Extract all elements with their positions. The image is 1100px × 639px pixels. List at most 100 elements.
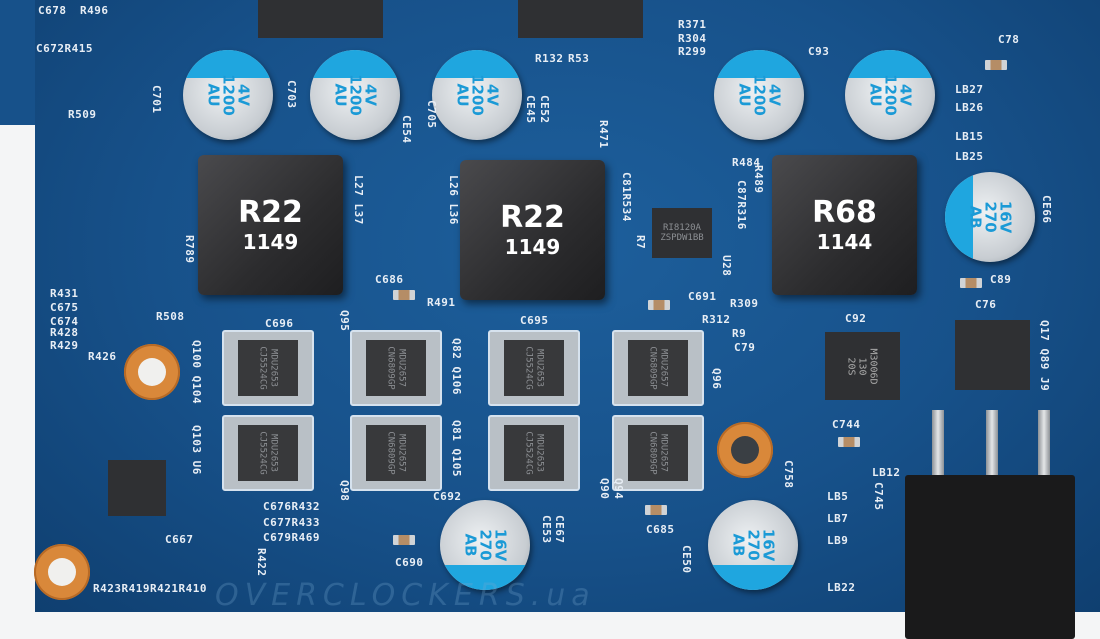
silkscreen-label: C696 bbox=[265, 317, 294, 330]
silkscreen-label: C672R415 bbox=[36, 42, 93, 55]
mosfet: MDU2657 CN6809GP bbox=[612, 330, 704, 406]
silkscreen-label: R312 bbox=[702, 313, 731, 326]
smd-capacitor bbox=[393, 290, 415, 300]
mosfet-marking: MDU2657 CN6809GP bbox=[385, 431, 407, 475]
capacitor-label: 4V 1200 AU bbox=[204, 74, 253, 116]
mosfet-marking: MDU2657 CN6809GP bbox=[385, 346, 407, 390]
silkscreen-label: C745 bbox=[872, 482, 885, 511]
capacitor-label: 16V 270 AB bbox=[729, 528, 778, 562]
silkscreen-label: L27 L37 bbox=[352, 175, 365, 225]
silkscreen-label: L26 L36 bbox=[447, 175, 460, 225]
silkscreen-label: C676R432 bbox=[263, 500, 320, 513]
capacitor-label: 16V 270 AB bbox=[966, 200, 1015, 234]
capacitor: 4V 1200 AU bbox=[845, 50, 935, 140]
smd-capacitor bbox=[838, 437, 860, 447]
silkscreen-label: C695 bbox=[520, 314, 549, 327]
silkscreen-label: C79 bbox=[734, 341, 756, 354]
silkscreen-label: Q98 bbox=[338, 480, 351, 502]
silkscreen-label: R509 bbox=[68, 108, 97, 121]
capacitor: 16V 270 AB bbox=[440, 500, 530, 590]
silkscreen-label: LB26 bbox=[955, 101, 984, 114]
silkscreen-label: C92 bbox=[845, 312, 867, 325]
silkscreen-label: C691 bbox=[688, 290, 717, 303]
mosfet-marking: MDU2653 CJ5524CG bbox=[523, 431, 545, 475]
silkscreen-label: LB12 bbox=[872, 466, 901, 479]
silkscreen-label: U28 bbox=[720, 255, 733, 277]
capacitor: 4V 1200 AU bbox=[310, 50, 400, 140]
silkscreen-label: R371 bbox=[678, 18, 707, 31]
smd-capacitor bbox=[960, 278, 982, 288]
silkscreen-label: C675 bbox=[50, 301, 79, 314]
silkscreen-label: R9 bbox=[732, 327, 747, 340]
silkscreen-label: R789 bbox=[183, 235, 196, 264]
silkscreen-label: C667 bbox=[165, 533, 194, 546]
mosfet-marking: MDU2653 CJ5524CG bbox=[257, 346, 279, 390]
capacitor-label: 4V 1200 AU bbox=[735, 74, 784, 116]
silkscreen-label: R299 bbox=[678, 45, 707, 58]
capacitor: 4V 1200 AU bbox=[183, 50, 273, 140]
connector-pin bbox=[932, 410, 944, 485]
silkscreen-label: C87R316 bbox=[735, 180, 748, 230]
silkscreen-label: C758 bbox=[782, 460, 795, 489]
silkscreen-label: C685 bbox=[646, 523, 675, 536]
inductor-value: R22 bbox=[500, 200, 565, 235]
silkscreen-label: C678 bbox=[38, 4, 67, 17]
mosfet: MDU2653 CJ5524CG bbox=[222, 415, 314, 491]
capacitor-label: 4V 1200 AU bbox=[331, 74, 380, 116]
silkscreen-label: C686 bbox=[375, 273, 404, 286]
capacitor-label: 16V 270 AB bbox=[461, 528, 510, 562]
silkscreen-label: Q96 bbox=[710, 368, 723, 390]
silkscreen-label: R7 bbox=[634, 235, 647, 250]
inductor-code: 1144 bbox=[816, 230, 873, 254]
silkscreen-label: CE52 bbox=[538, 95, 551, 124]
mounting-hole bbox=[717, 422, 773, 478]
silkscreen-label: C76 bbox=[975, 298, 997, 311]
silkscreen-label: Q94 bbox=[612, 478, 625, 500]
silkscreen-label: C690 bbox=[395, 556, 424, 569]
smd-capacitor bbox=[648, 300, 670, 310]
silkscreen-label: LB25 bbox=[955, 150, 984, 163]
silkscreen-label: CE45 bbox=[524, 95, 537, 124]
capacitor: 4V 1200 AU bbox=[714, 50, 804, 140]
pwm-controller-chip: RI8120A ZSPDW1BB bbox=[652, 208, 712, 258]
smd-capacitor bbox=[393, 535, 415, 545]
smd-capacitor bbox=[645, 505, 667, 515]
silkscreen-label: LB27 bbox=[955, 83, 984, 96]
silkscreen-label: Q103 U6 bbox=[190, 425, 203, 475]
silkscreen-label: CE54 bbox=[400, 115, 413, 144]
inductor-code: 1149 bbox=[504, 235, 561, 259]
silkscreen-label: Q81 Q105 bbox=[450, 420, 463, 477]
inductor-code: 1149 bbox=[242, 230, 299, 254]
dpak-transistor bbox=[955, 320, 1030, 390]
silkscreen-label: R422 bbox=[255, 548, 268, 577]
pcb-corner bbox=[0, 0, 35, 125]
memory-chip bbox=[258, 0, 383, 38]
silkscreen-label: R426 bbox=[88, 350, 117, 363]
silkscreen-label: C703 bbox=[285, 80, 298, 109]
silkscreen-label: C81R534 bbox=[620, 172, 633, 222]
mosfet: MDU2657 CN6809GP bbox=[350, 415, 442, 491]
silkscreen-label: R489 bbox=[752, 165, 765, 194]
inductor-value: R68 bbox=[812, 195, 877, 230]
silkscreen-label: CE67 bbox=[553, 515, 566, 544]
regulator-chip: M3006D 130 20S bbox=[825, 332, 900, 400]
silkscreen-label: C679R469 bbox=[263, 531, 320, 544]
mosfet-marking: MDU2657 CN6809GP bbox=[647, 346, 669, 390]
mosfet-marking: MDU2653 CJ5524CG bbox=[523, 346, 545, 390]
mosfet: MDU2653 CJ5524CG bbox=[488, 415, 580, 491]
silkscreen-label: Q95 bbox=[338, 310, 351, 332]
silkscreen-label: C93 bbox=[808, 45, 830, 58]
silkscreen-label: R53 bbox=[568, 52, 590, 65]
power-connector[interactable] bbox=[905, 475, 1075, 639]
silkscreen-label: LB22 bbox=[827, 581, 856, 594]
silkscreen-label: C78 bbox=[998, 33, 1020, 46]
silkscreen-label: C692 bbox=[433, 490, 462, 503]
silkscreen-label: R471 bbox=[597, 120, 610, 149]
mosfet: MDU2653 CJ5524CG bbox=[488, 330, 580, 406]
inductor-value: R22 bbox=[238, 195, 303, 230]
silkscreen-label: R484 bbox=[732, 156, 761, 169]
memory-chip bbox=[518, 0, 643, 38]
